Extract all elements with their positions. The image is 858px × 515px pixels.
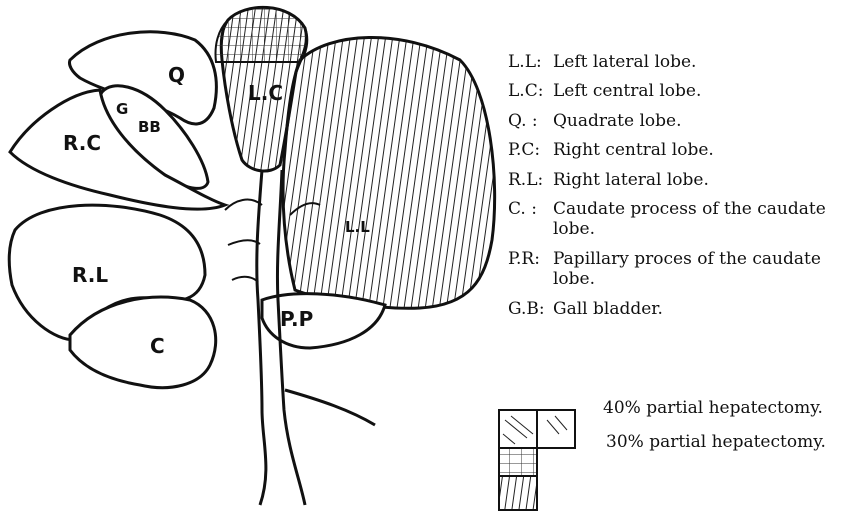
legend-item: L.C: Left central lobe. — [508, 81, 853, 101]
legend-abbr: Q. : — [508, 111, 553, 131]
legend-desc: Quadrate lobe. — [553, 111, 853, 131]
left-central-grid-cap — [216, 7, 308, 62]
legend: L.L: Left lateral lobe. L.C: Left centra… — [508, 52, 853, 328]
swatch-40-diagonal — [499, 410, 537, 448]
legend-item: C. : Caudate process of the caudate lobe… — [508, 199, 853, 240]
label-left-lateral: L.L — [345, 218, 370, 236]
legend-desc: Papillary proces of the caudate lobe. — [553, 249, 853, 290]
legend-abbr: L.L: — [508, 52, 553, 72]
label-left-central: L.C — [248, 81, 283, 105]
legend-30-percent: 30% partial hepatectomy. — [606, 432, 826, 452]
legend-item: L.L: Left lateral lobe. — [508, 52, 853, 72]
legend-desc: Left central lobe. — [553, 81, 853, 101]
legend-desc: Caudate process of the caudate lobe. — [553, 199, 853, 240]
legend-item: P.R: Papillary proces of the caudate lob… — [508, 249, 853, 290]
label-papillary: P.P — [280, 307, 313, 331]
label-gall-bladder: G — [116, 100, 128, 118]
legend-abbr: R.L: — [508, 170, 553, 190]
legend-item: R.L: Right lateral lobe. — [508, 170, 853, 190]
legend-desc: Right central lobe. — [553, 140, 853, 160]
hatch-swatches — [497, 400, 597, 515]
left-lateral-lobe — [283, 37, 495, 308]
legend-desc: Left lateral lobe. — [553, 52, 853, 72]
legend-abbr: G.B: — [508, 299, 553, 319]
swatch-40-right — [537, 410, 575, 448]
label-right-lateral: R.L — [72, 263, 108, 287]
legend-item: G.B: Gall bladder. — [508, 299, 853, 319]
legend-abbr: C. : — [508, 199, 553, 240]
legend-abbr: P.C: — [508, 140, 553, 160]
legend-item: P.C: Right central lobe. — [508, 140, 853, 160]
swatch-30-vertical — [499, 476, 537, 510]
legend-desc: Gall bladder. — [553, 299, 853, 319]
liver-diagram: Q G BB R.C L.C R.L C P.P L.L — [0, 0, 500, 515]
label-caudate: C — [150, 334, 165, 358]
swatch-30-grid — [499, 448, 537, 476]
legend-abbr: P.R: — [508, 249, 553, 290]
legend-40-percent: 40% partial hepatectomy. — [603, 398, 823, 418]
label-gall-bladder-2: BB — [138, 118, 161, 136]
label-quadrate: Q — [168, 63, 185, 87]
legend-item: Q. : Quadrate lobe. — [508, 111, 853, 131]
legend-abbr: L.C: — [508, 81, 553, 101]
label-right-central: R.C — [63, 131, 101, 155]
legend-desc: Right lateral lobe. — [553, 170, 853, 190]
